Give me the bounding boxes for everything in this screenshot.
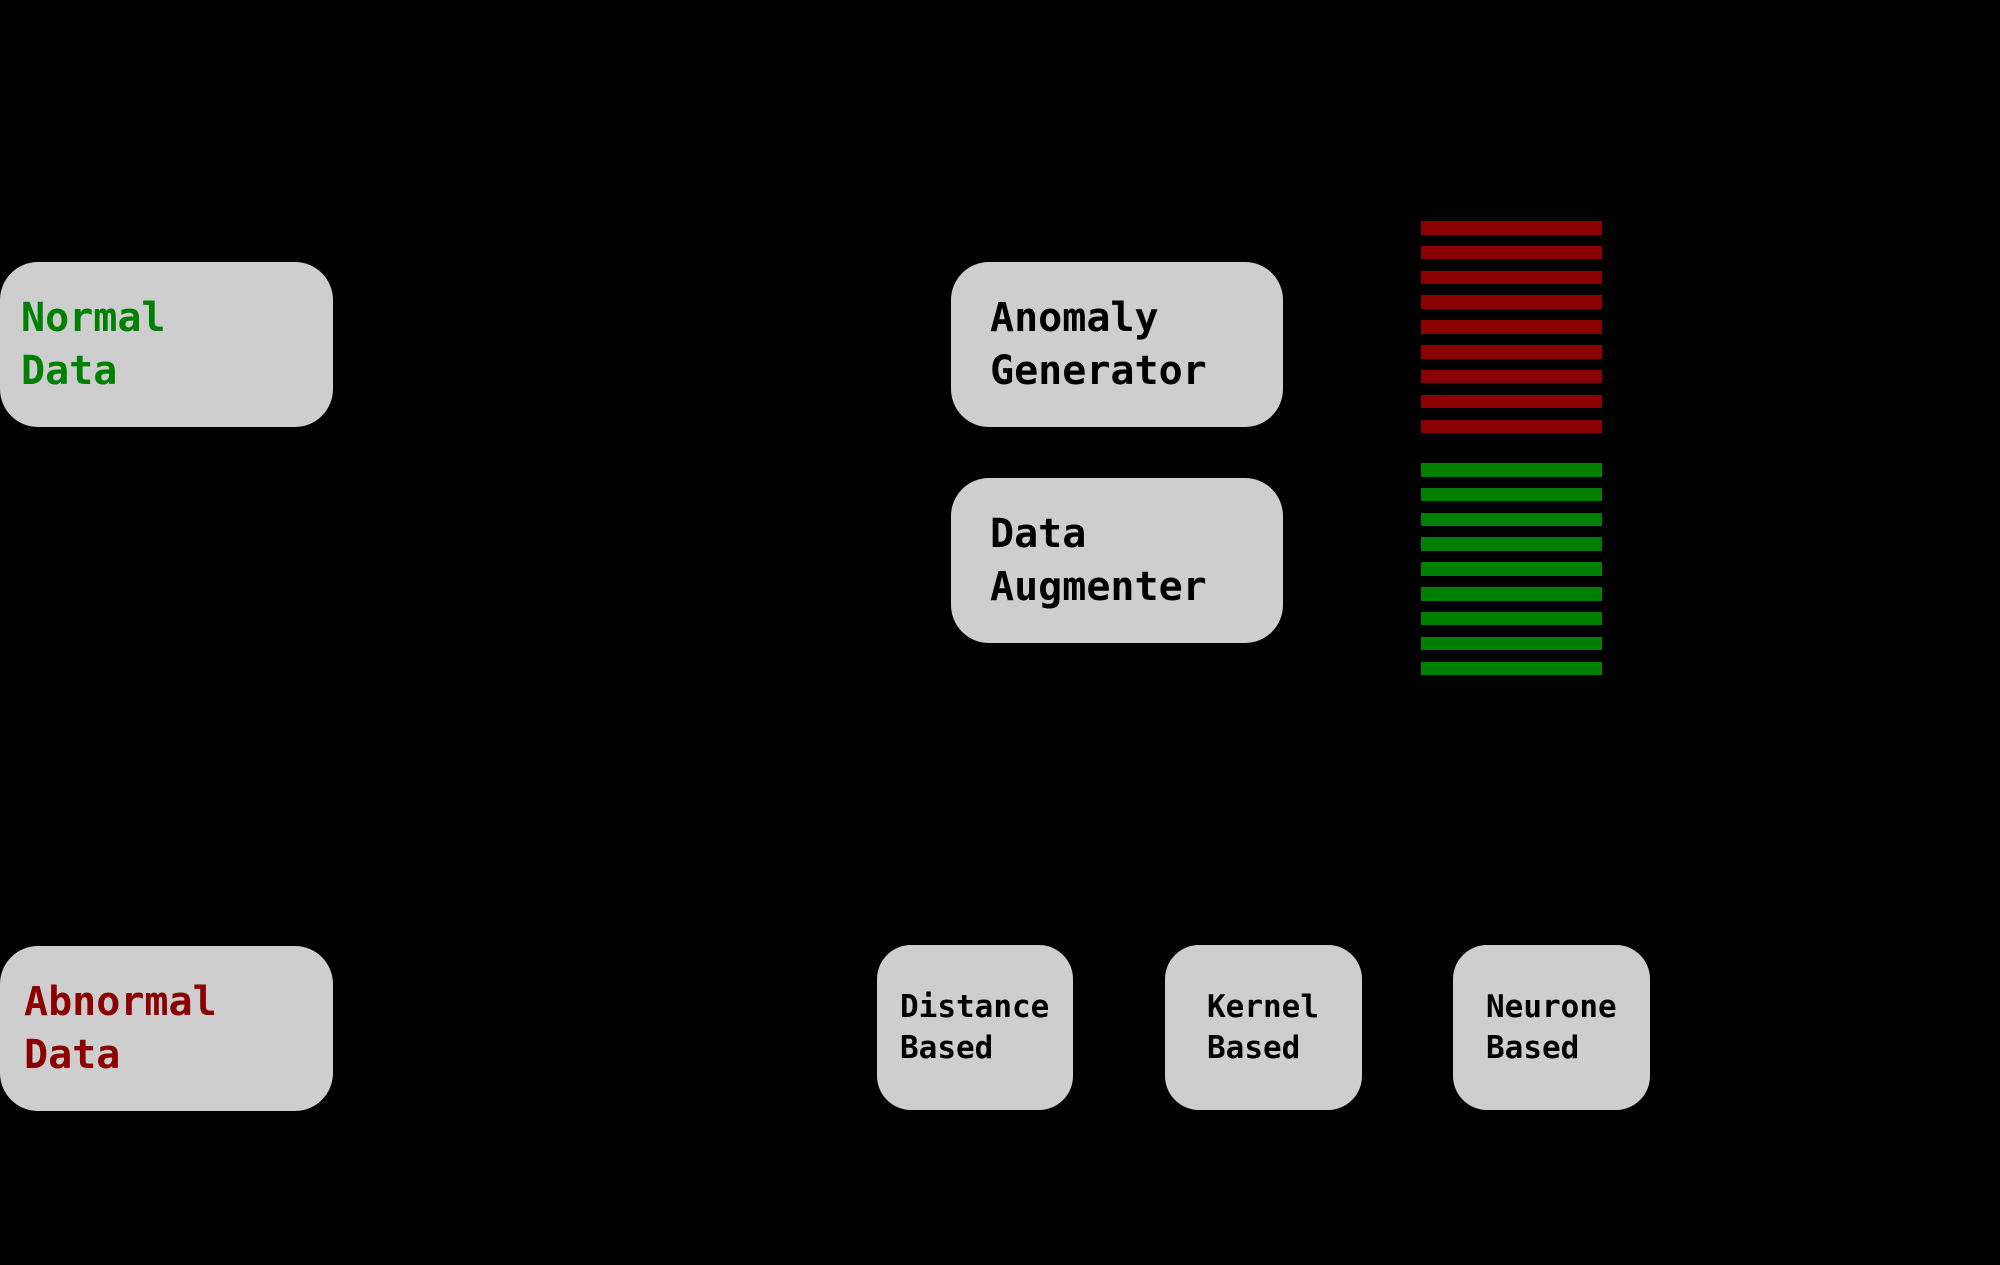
- anomaly-generator-label-line1: Anomaly: [990, 294, 1159, 341]
- red-stripe-stack-bar: [1421, 320, 1602, 334]
- data-augmenter-node: Data Augmenter: [951, 478, 1283, 643]
- normal-data-node: Normal Data: [0, 262, 333, 427]
- abnormal-data-label-line1: Abnormal: [24, 978, 217, 1025]
- abnormal-data-label-line2: Data: [24, 1031, 121, 1078]
- red-stripe-stack-bar: [1421, 221, 1602, 235]
- green-stripe-stack-bar: [1421, 512, 1602, 527]
- anomaly-generator-node: Anomaly Generator: [951, 262, 1283, 427]
- kernel-based-label-line1: Kernel: [1207, 988, 1319, 1025]
- distance-based-label-line2: Based: [900, 1029, 994, 1066]
- green-stripe-stack-bar: [1421, 463, 1602, 477]
- red-stripe-stack: [1421, 221, 1602, 433]
- distance-based-label-line1: Distance: [900, 988, 1050, 1025]
- green-stripe-stack-bar: [1421, 487, 1602, 502]
- red-stripe-stack-bar: [1421, 345, 1602, 359]
- kernel-based-label-line2: Based: [1207, 1029, 1301, 1066]
- neurone-based-label-line2: Based: [1486, 1029, 1580, 1066]
- red-stripe-stack-bar: [1421, 270, 1602, 285]
- green-stripe-stack-bar: [1421, 587, 1602, 601]
- normal-data-label-line2: Data: [21, 347, 118, 394]
- green-stripe-stack-bar: [1421, 661, 1602, 675]
- kernel-based-node: Kernel Based: [1165, 945, 1362, 1110]
- abnormal-data-node: Abnormal Data: [0, 946, 333, 1111]
- red-stripe-stack-bar: [1421, 419, 1602, 433]
- green-stripe-stack-bar: [1421, 611, 1602, 626]
- normal-data-label-line1: Normal: [21, 294, 166, 341]
- red-stripe-stack-bar: [1421, 369, 1602, 384]
- green-stripe-stack-bar: [1421, 562, 1602, 576]
- green-stripe-stack: [1421, 463, 1602, 675]
- red-stripe-stack-bar: [1421, 394, 1602, 409]
- green-stripe-stack-bar: [1421, 636, 1602, 651]
- data-augmenter-label-line2: Augmenter: [990, 563, 1207, 610]
- neurone-based-label-line1: Neurone: [1486, 988, 1617, 1025]
- red-stripe-stack-bar: [1421, 245, 1602, 260]
- neurone-based-node: Neurone Based: [1453, 945, 1650, 1110]
- anomaly-generator-label-line2: Generator: [990, 347, 1207, 394]
- data-augmenter-label-line1: Data: [990, 510, 1087, 557]
- red-stripe-stack-bar: [1421, 295, 1602, 309]
- green-stripe-stack-bar: [1421, 537, 1602, 551]
- distance-based-node: Distance Based: [877, 945, 1073, 1110]
